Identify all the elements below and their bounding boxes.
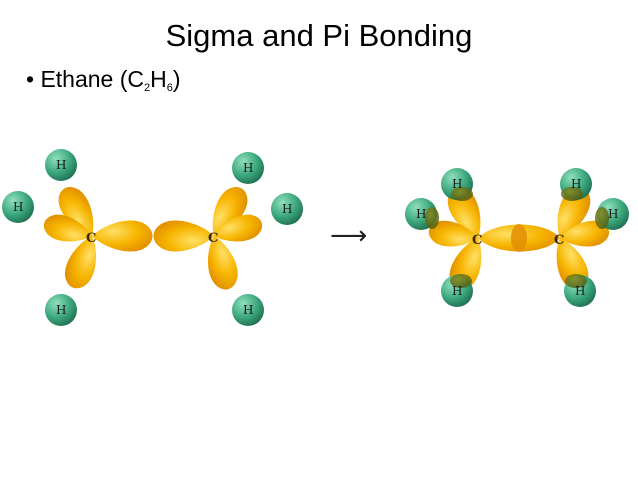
svg-text:H: H: [575, 284, 585, 298]
slide-title: Sigma and Pi Bonding: [165, 18, 473, 53]
carbon-label: C: [208, 231, 218, 246]
hydrogen-atom: H: [45, 294, 77, 326]
bullet-h: H: [150, 66, 167, 92]
svg-text:H: H: [243, 303, 253, 317]
svg-text:H: H: [416, 207, 426, 221]
carbon-right-isolated: C: [153, 181, 266, 293]
svg-text:H: H: [13, 200, 23, 214]
svg-text:H: H: [452, 284, 462, 298]
subscript-6: 6: [166, 82, 173, 94]
sigma-overlap: [511, 224, 527, 252]
ethane-bonded: C C H H H H: [405, 168, 629, 307]
hydrogen-atom: H: [232, 294, 264, 326]
bullet-ethane: • Ethane (C2H6): [26, 66, 181, 94]
hydrogen-atom: H: [45, 149, 77, 181]
reaction-arrow: ⟶: [330, 221, 367, 251]
hydrogen-atom-bonded: H: [441, 274, 473, 307]
bullet-marker: •: [26, 66, 35, 92]
carbon-left-isolated: C: [40, 181, 153, 293]
svg-text:H: H: [608, 207, 618, 221]
svg-text:H: H: [282, 202, 292, 216]
svg-text:H: H: [56, 303, 66, 317]
hydrogen-atom-bonded: H: [441, 168, 473, 201]
hydrogen-atom: H: [232, 152, 264, 184]
hydrogen-atom-bonded: H: [405, 198, 439, 230]
hydrogen-atom: H: [271, 193, 303, 225]
carbon-label: C: [86, 231, 96, 246]
svg-text:H: H: [571, 177, 581, 191]
bullet-text: Ethane (C: [40, 66, 145, 92]
ethane-orbital-diagram: C C H H H H H H ⟶ C C: [2, 149, 629, 326]
hydrogen-atom-bonded: H: [564, 274, 596, 307]
hydrogen-atom-bonded: H: [560, 168, 592, 201]
hydrogen-atom: H: [2, 191, 34, 223]
hydrogen-atom-bonded: H: [595, 198, 629, 230]
subscript-2: 2: [144, 82, 151, 94]
svg-text:H: H: [243, 161, 253, 175]
svg-text:H: H: [56, 158, 66, 172]
carbon-label: C: [472, 233, 482, 248]
bullet-close: ): [172, 66, 181, 92]
svg-text:H: H: [452, 177, 462, 191]
carbon-label: C: [554, 233, 564, 248]
